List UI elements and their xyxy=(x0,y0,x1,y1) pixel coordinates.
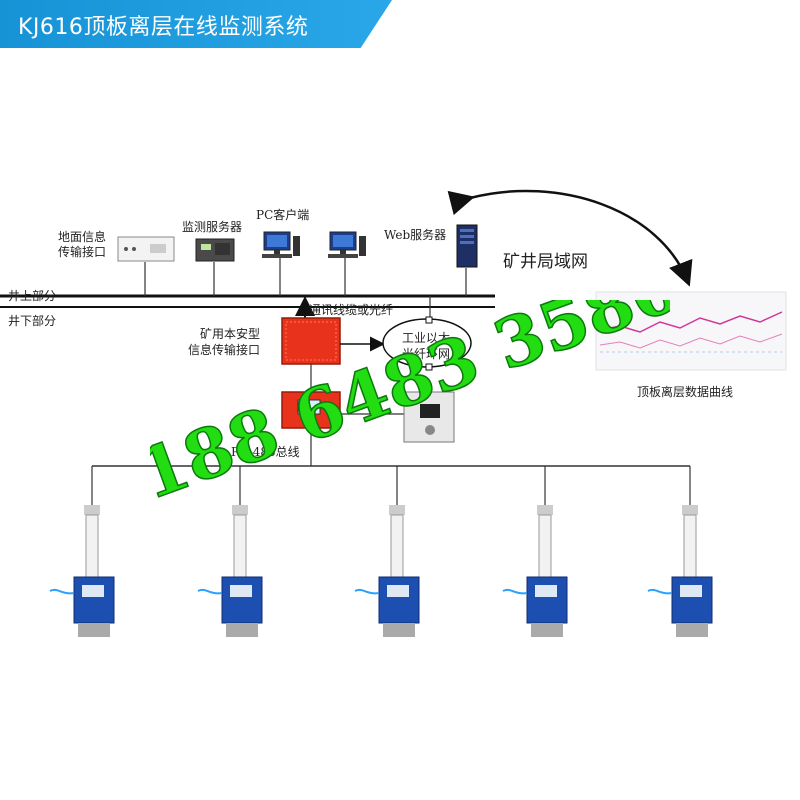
rs485-bus-label: RS-485总线 xyxy=(231,445,300,459)
below-ground-label: 井下部分 xyxy=(8,314,57,328)
ethernet-ring-label-line2: 光纤环网 xyxy=(402,347,451,361)
controller-device xyxy=(403,391,455,443)
page-title: KJ616顶板离层在线监测系统 xyxy=(18,15,309,40)
web-server-label: Web服务器 xyxy=(384,228,447,242)
mine-interface-label-line1: 矿用本安型 xyxy=(200,327,261,341)
sensor-unit-3 xyxy=(354,505,420,637)
ethernet-ring-label-line1: 工业以太 xyxy=(402,331,451,345)
monitor-server-label: 监测服务器 xyxy=(182,220,243,234)
mine-lan-label: 矿井局域网 xyxy=(503,252,588,272)
monitor-server-device xyxy=(195,238,235,262)
pc-client-label: PC客户端 xyxy=(256,208,310,222)
pc-client-2 xyxy=(328,231,366,258)
surface-interface-label-line1: 地面信息 xyxy=(58,230,107,244)
mine-interface-label-line2: 信息传输接口 xyxy=(188,343,261,357)
sensor-unit-1 xyxy=(49,505,115,637)
web-server-device xyxy=(456,224,478,268)
comm-cable-label: 通讯线缆或光纤 xyxy=(309,303,394,317)
pc-client-1 xyxy=(262,231,300,258)
surface-interface-device xyxy=(117,236,175,262)
sensor-unit-2 xyxy=(197,505,263,637)
rs485-hub-device xyxy=(281,391,341,429)
mine-interface-device xyxy=(281,317,341,365)
lan-curve-arrow xyxy=(447,189,693,287)
data-curve-label: 顶板离层数据曲线 xyxy=(637,385,734,399)
sensor-unit-5 xyxy=(647,505,713,637)
data-curve-thumbnail xyxy=(595,291,787,371)
title-bar xyxy=(0,0,392,48)
sensor-unit-4 xyxy=(502,505,568,637)
above-ground-label: 井上部分 xyxy=(8,289,57,303)
surface-interface-label-line2: 传输接口 xyxy=(58,245,107,259)
